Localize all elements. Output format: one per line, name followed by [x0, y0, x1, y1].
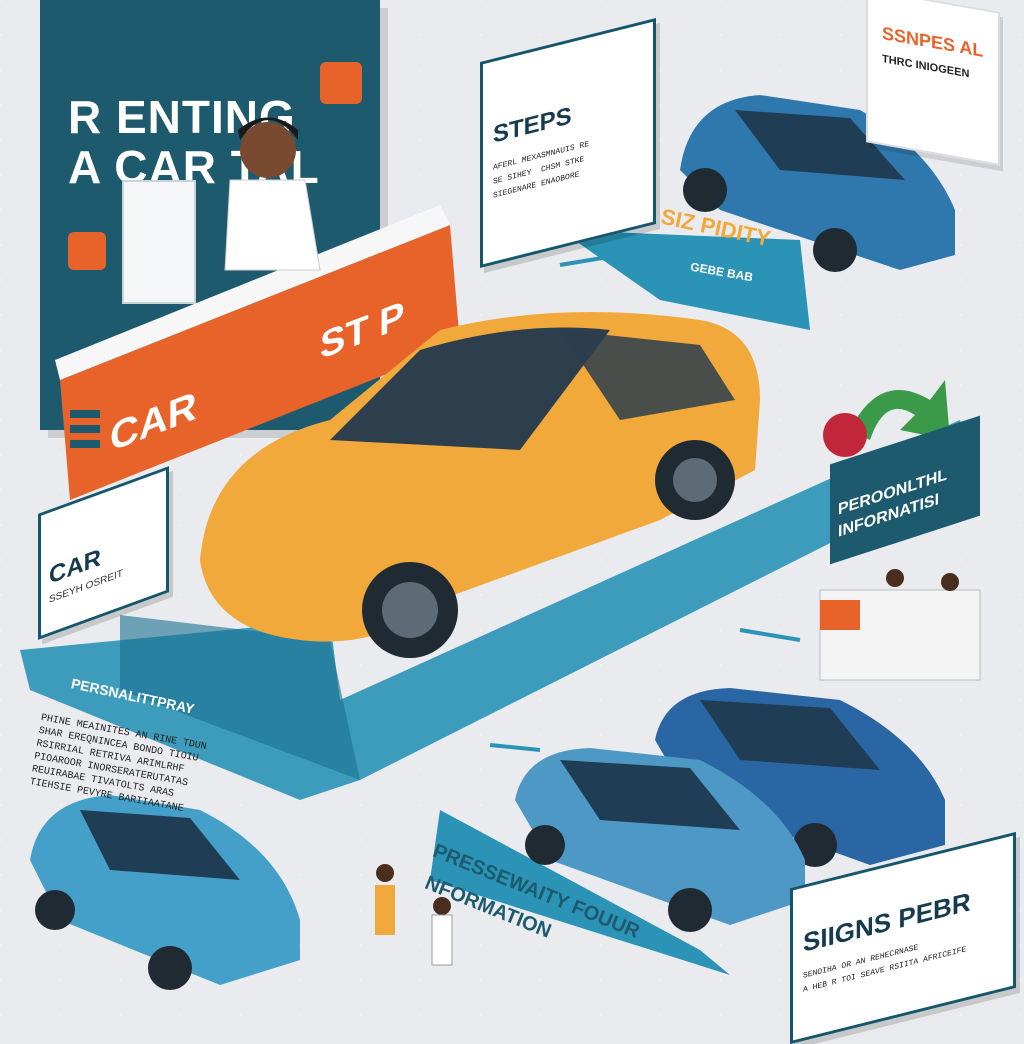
staff-body	[431, 914, 453, 966]
car-diagram-poster	[122, 180, 196, 304]
counter-stripe-3	[70, 440, 100, 448]
customer-body	[375, 885, 395, 935]
agent-hair	[238, 117, 298, 140]
counter-front	[60, 225, 460, 500]
counter-top	[55, 205, 450, 380]
arrow-connector-3	[489, 743, 541, 752]
steps-title: STEPS	[493, 102, 572, 149]
person-head-2	[941, 573, 959, 591]
refresh-arrow-icon	[850, 380, 950, 440]
agent-head	[240, 122, 296, 178]
orange-badge-icon-top	[320, 62, 362, 104]
person-head-1	[886, 569, 904, 587]
top-right-sign: SSNPES AL THRC INIOGEEN	[866, 0, 1000, 166]
arrow-connector-2	[739, 628, 801, 642]
staff-head	[433, 897, 451, 915]
arrow-connector-1	[559, 253, 621, 267]
blue-car-left	[30, 795, 300, 990]
red-badge-icon	[823, 413, 867, 457]
counter-stripe-1	[70, 410, 100, 418]
orange-badge-icon	[68, 232, 106, 270]
customer-head	[376, 864, 394, 882]
counter-stripe-2	[70, 425, 100, 433]
ribbon-shadow	[120, 615, 360, 780]
ribbon-bottom-shape	[430, 810, 730, 975]
agent-shirt	[224, 179, 321, 271]
steps-sign: STEPS AFERL MEXASMNAUIS RE SE SIHEY CHSM…	[480, 18, 656, 268]
orange-car	[200, 312, 760, 658]
ribbon-middle-shape	[560, 230, 810, 330]
blue-car-middle	[515, 748, 805, 932]
blue-car-right	[655, 688, 945, 867]
office-box	[820, 600, 860, 630]
